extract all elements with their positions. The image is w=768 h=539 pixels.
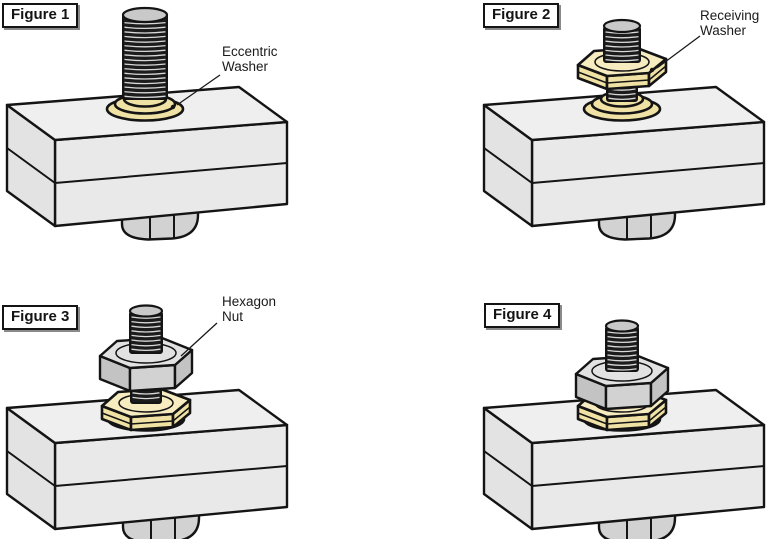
figure-2-label: Figure 2 xyxy=(483,3,560,28)
annotation-line: Washer xyxy=(700,23,747,38)
figure-1-label: Figure 1 xyxy=(2,3,79,28)
bolt-tip-cap xyxy=(602,18,642,34)
annotation-line: Washer xyxy=(222,59,269,74)
bolt-shaft xyxy=(605,326,639,372)
figure-4-label: Figure 4 xyxy=(484,303,561,328)
bolt-tip-cap xyxy=(604,319,640,333)
figure-2-drawing xyxy=(482,18,766,241)
bolt-tip-cap xyxy=(128,304,164,318)
leader-line xyxy=(180,322,218,357)
leader-line xyxy=(176,74,221,106)
annotation-line: Receiving xyxy=(700,8,760,23)
figure-3-drawing xyxy=(5,304,289,539)
leader-line xyxy=(656,35,701,69)
eccentric-washer-annotation: Eccentric Washer xyxy=(222,44,278,74)
annotation-line: Nut xyxy=(222,309,244,324)
figure-4-drawing xyxy=(482,319,766,539)
figure-3-label: Figure 3 xyxy=(2,305,79,330)
hexagon-nut-annotation: Hexagon Nut xyxy=(222,294,276,324)
bolt-shaft xyxy=(122,12,168,100)
bolt-shaft xyxy=(129,311,163,354)
figure-1-drawing xyxy=(5,6,289,241)
indicator-dot xyxy=(649,67,655,73)
eccentric-mark-dot xyxy=(170,104,176,110)
annotation-line: Eccentric xyxy=(222,44,278,59)
annotation-line: Hexagon xyxy=(222,294,277,309)
bolt-tip-cap xyxy=(121,6,169,24)
receiving-washer-annotation: Receiving Washer xyxy=(700,8,759,38)
